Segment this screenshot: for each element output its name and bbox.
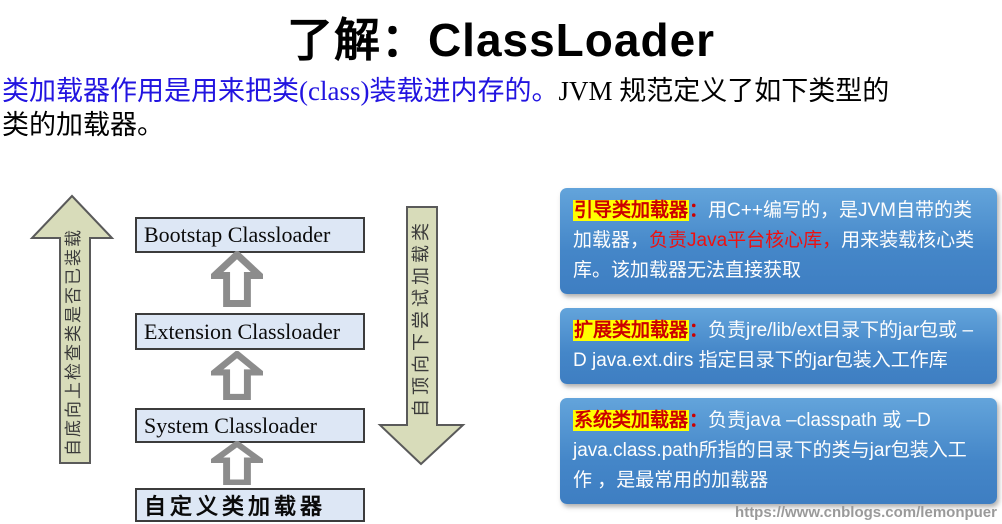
panel-heading-colon: ： [689,410,709,431]
system-loader-panel: 系统类加载器：负责java –classpath 或 –D java.class… [560,398,997,504]
panel-text: 用来装载核心类库。该加载器无法直接获取 [573,230,975,281]
panel-heading: 系统类加载器 [573,410,690,431]
bootstrap-classloader-label: Bootstap Classloader [144,222,331,247]
panel-red-text: 负责Java平台核心库， [649,230,842,251]
panel-heading-colon: ： [689,200,709,221]
page-title: 了解：ClassLoader [286,14,716,66]
intro-paragraph: 类加载器作用是用来把类(class)装载进内存的。JVM 规范定义了如下类型的 … [2,74,998,142]
extension-classloader-box: Extension Classloader [135,313,365,350]
extension-loader-panel: 扩展类加载器：负责jre/lib/ext目录下的jar包或 –D java.ex… [560,308,997,384]
panel-heading: 扩展类加载器 [573,320,690,341]
custom-classloader-label: 自定义类加载器 [144,494,327,519]
panel-heading-colon: ： [689,320,709,341]
top-down-load-arrow-icon [377,206,466,466]
extension-classloader-label: Extension Classloader [144,318,341,344]
panel-text: 负责java –classpath 或 –D java.class.path所指… [573,410,967,491]
top-down-arrow-label: 自顶向下尝试加载类 [411,219,431,417]
source-url-watermark: https://www.cnblogs.com/lemonpuer [735,504,997,521]
system-classloader-box: System Classloader [135,408,365,443]
bottom-up-arrow-label: 自底向上检查类是否已装载 [64,228,83,456]
panel-text: 用C++编写的，是JVM自带的类加载器， [573,200,972,251]
bottom-up-check-arrow-icon [29,194,115,464]
panel-heading: 引导类加载器 [573,200,690,221]
intro-highlighted-text: 类加载器作用是用来把类(class)装载进内存的。 [2,76,559,106]
delegate-up-arrow-icon [211,351,263,400]
bootstrap-classloader-box: Bootstap Classloader [135,217,365,253]
panel-text: 负责jre/lib/ext目录下的jar包或 –D java.ext.dirs … [573,320,974,371]
delegate-up-arrow-icon [211,251,263,307]
intro-plain-text: JVM 规范定义了如下类型的 类的加载器。 [2,76,890,140]
bootstrap-loader-panel: 引导类加载器：用C++编写的，是JVM自带的类加载器，负责Java平台核心库，用… [560,188,997,294]
custom-classloader-box: 自定义类加载器 [135,488,365,522]
system-classloader-label: System Classloader [144,412,317,438]
delegate-up-arrow-icon [211,441,263,485]
